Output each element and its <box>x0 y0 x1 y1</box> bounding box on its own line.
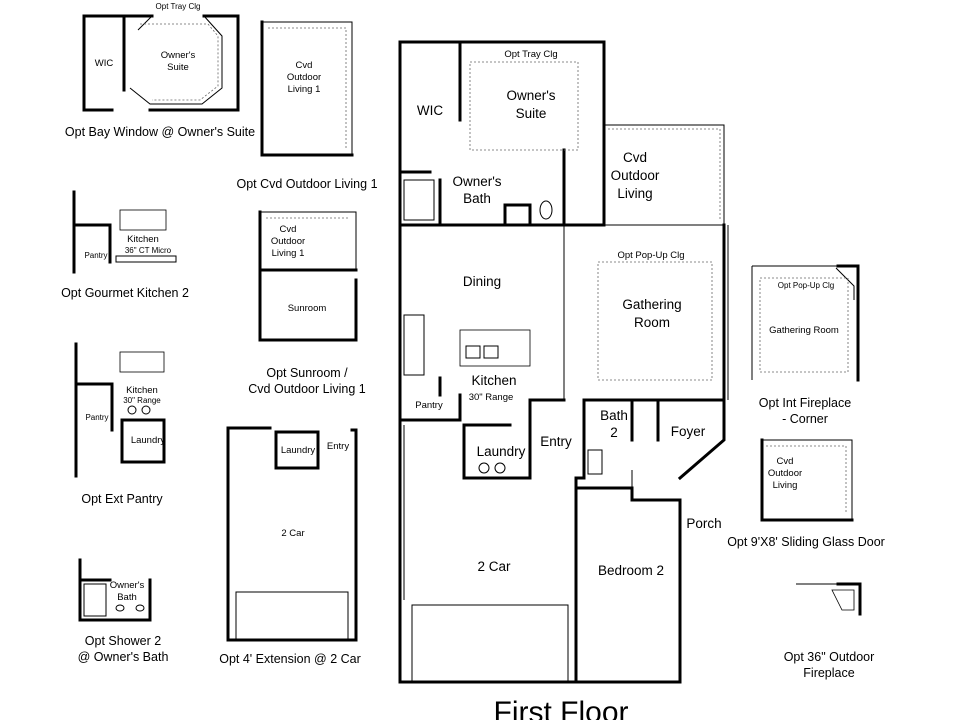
garage-label: 2 Car <box>477 559 511 574</box>
opt-sunroom-caption: Cvd Outdoor Living 1 <box>248 382 365 396</box>
plan-label: Outdoor <box>287 72 321 83</box>
entry-label: Entry <box>540 434 572 449</box>
plan-label: 30" Range <box>123 396 161 405</box>
popup-ceiling-label: Opt Pop-Up Clg <box>617 250 684 261</box>
foyer-label: Foyer <box>671 424 706 439</box>
plan-label: Living <box>773 480 798 491</box>
plan-label: Bath <box>117 592 137 603</box>
dining-label: Dining <box>463 274 501 289</box>
porch-label: Porch <box>686 516 721 531</box>
plan-label: Pantry <box>85 413 108 422</box>
plan-label: Opt Pop-Up Clg <box>778 281 834 290</box>
plan-label: Owner's <box>161 50 196 61</box>
bath2-label: 2 <box>610 425 618 440</box>
opt-outdoor-fireplace-caption: Opt 36" Outdoor <box>784 650 875 664</box>
plan-label: 36" CT Micro <box>125 246 172 255</box>
opt-bay-window-caption: Opt Bay Window @ Owner's Suite <box>65 125 255 139</box>
opt-bay-window-diagram: Opt Tray Clg WIC Owner's Suite Opt Bay W… <box>65 2 255 139</box>
bath2-label: Bath <box>600 408 628 423</box>
opt-int-fireplace-diagram: Opt Pop-Up Clg Gathering Room Opt Int Fi… <box>751 264 860 426</box>
plan-label: Living 1 <box>288 84 321 95</box>
plan-label: 2 Car <box>281 528 304 539</box>
plan-label: Cvd <box>296 60 313 71</box>
plan-label: Pantry <box>84 251 107 260</box>
opt-sliding-door-diagram: Cvd Outdoor Living Opt 9'X8' Sliding Gla… <box>727 438 885 549</box>
plan-label: Opt Tray Clg <box>156 2 201 11</box>
laundry-label: Laundry <box>477 444 526 459</box>
opt-shower2-caption: Opt Shower 2 <box>85 634 161 648</box>
main-floor-plan <box>398 40 729 684</box>
owners-suite-label: Suite <box>516 106 547 121</box>
floor-title: First Floor <box>494 696 629 720</box>
opt-int-fireplace-caption: - Corner <box>782 412 828 426</box>
opt-gourmet-kitchen-diagram: Kitchen 36" CT Micro Pantry Opt Gourmet … <box>61 190 189 300</box>
opt-extension-caption: Opt 4' Extension @ 2 Car <box>219 652 361 666</box>
plan-label: Outdoor <box>768 468 802 479</box>
opt-sunroom-caption: Opt Sunroom / <box>266 366 348 380</box>
bedroom2-label: Bedroom 2 <box>598 563 664 578</box>
cvd-outdoor-living-label: Living <box>617 186 652 201</box>
opt-ext-pantry-caption: Opt Ext Pantry <box>81 492 163 506</box>
owners-bath-label: Owner's <box>452 174 501 189</box>
plan-label: Kitchen <box>126 385 158 396</box>
plan-label: Suite <box>167 62 189 73</box>
cvd-outdoor-living-label: Outdoor <box>611 168 660 183</box>
tray-ceiling-label: Opt Tray Clg <box>504 49 557 60</box>
plan-label: Owner's <box>110 580 145 591</box>
opt-sunroom-diagram: Cvd Outdoor Living 1 Sunroom Opt Sunroom… <box>248 210 366 396</box>
range-label: 30" Range <box>469 392 514 403</box>
opt-extension-diagram: Laundry Entry 2 Car Opt 4' Extension @ 2… <box>219 426 361 666</box>
plan-label: Cvd <box>280 224 297 235</box>
plan-label: Gathering Room <box>769 325 839 336</box>
plan-label: Living 1 <box>272 248 305 259</box>
gathering-room-label: Gathering <box>622 297 681 312</box>
opt-ext-pantry-diagram: Kitchen 30" Range Pantry Laundry Opt Ext… <box>74 342 166 506</box>
owners-bath-label: Bath <box>463 191 491 206</box>
opt-sliding-door-caption: Opt 9'X8' Sliding Glass Door <box>727 535 885 549</box>
plan-label: Outdoor <box>271 236 305 247</box>
opt-outdoor-fireplace-diagram: Opt 36" Outdoor Fireplace <box>784 582 875 680</box>
cvd-outdoor-living-label: Cvd <box>623 150 647 165</box>
opt-cvd-outdoor-1-caption: Opt Cvd Outdoor Living 1 <box>236 177 377 191</box>
kitchen-label: Kitchen <box>471 373 516 388</box>
opt-cvd-outdoor-1-diagram: Cvd Outdoor Living 1 Opt Cvd Outdoor Liv… <box>236 20 378 191</box>
opt-shower2-diagram: Owner's Bath Opt Shower 2 @ Owner's Bath <box>78 558 169 664</box>
opt-outdoor-fireplace-caption: Fireplace <box>803 666 854 680</box>
pantry-label: Pantry <box>415 400 443 411</box>
plan-label: Kitchen <box>127 234 159 245</box>
plan-label: Laundry <box>281 445 316 456</box>
owners-suite-label: Owner's <box>506 88 555 103</box>
wic-label: WIC <box>417 103 443 118</box>
opt-gourmet-kitchen-caption: Opt Gourmet Kitchen 2 <box>61 286 189 300</box>
main-plan-labels: Opt Tray Clg WIC Owner's Suite Owner's B… <box>415 49 721 578</box>
plan-label: Cvd <box>777 456 794 467</box>
opt-shower2-caption: @ Owner's Bath <box>78 650 169 664</box>
plan-label: Sunroom <box>288 303 327 314</box>
gathering-room-label: Room <box>634 315 670 330</box>
plan-label: Laundry <box>131 435 166 446</box>
opt-int-fireplace-caption: Opt Int Fireplace <box>759 396 851 410</box>
plan-label: WIC <box>95 58 114 69</box>
plan-label: Entry <box>327 441 349 452</box>
